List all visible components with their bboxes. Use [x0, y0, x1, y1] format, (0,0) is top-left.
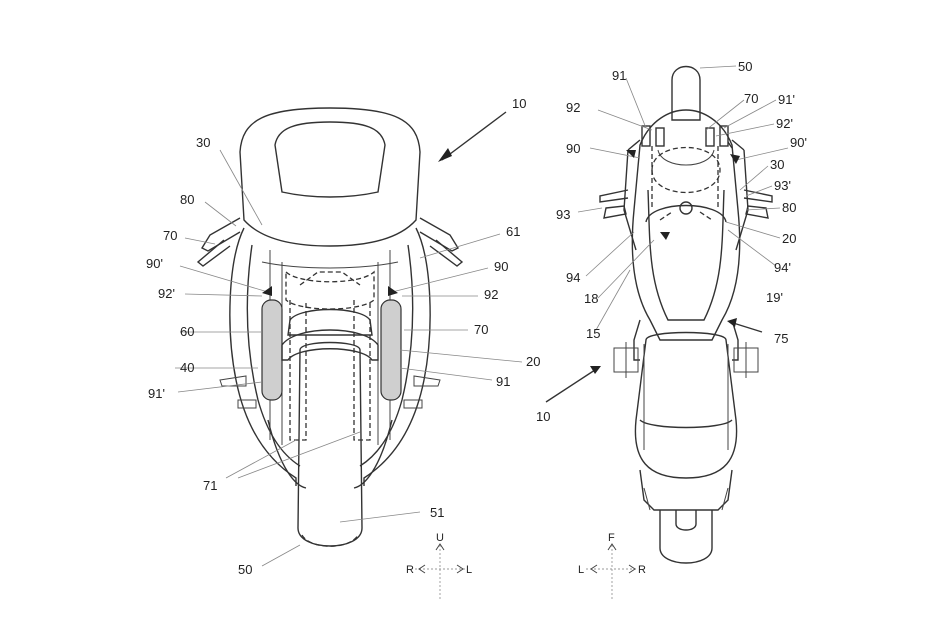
compass-up: U: [436, 532, 444, 544]
label-93-prime: 93': [774, 178, 791, 193]
label-50: 50: [238, 562, 252, 577]
label-93: 93: [556, 207, 570, 222]
front-view: [175, 107, 523, 567]
top-view: [545, 65, 789, 564]
label-91: 91: [496, 374, 510, 389]
label-92-prime: 92': [776, 116, 793, 131]
label-71: 71: [203, 478, 217, 493]
label-92-prime: 92': [158, 286, 175, 301]
right-radiator: [380, 299, 402, 401]
label-75: 75: [774, 331, 788, 346]
label-60: 60: [180, 324, 194, 339]
label-90: 90: [494, 259, 508, 274]
label-90-prime: 90': [146, 256, 163, 271]
label-90-prime: 90': [790, 135, 807, 150]
label-92: 92: [484, 287, 498, 302]
compass-right: L: [466, 564, 472, 576]
label-91: 91: [612, 68, 626, 83]
top-view-labels: 91 50 70 91' 92 92' 90 90' 30 93' 93 80 …: [536, 59, 807, 424]
compass-left: R: [406, 564, 414, 576]
label-30: 30: [770, 157, 784, 172]
front-compass: U R L: [406, 532, 472, 600]
label-51: 51: [430, 505, 444, 520]
label-70: 70: [744, 91, 758, 106]
label-70-left: 70: [163, 228, 177, 243]
label-91-prime: 91': [778, 92, 795, 107]
label-50: 50: [738, 59, 752, 74]
label-10: 10: [512, 96, 526, 111]
label-80: 80: [180, 192, 194, 207]
label-19-prime: 19': [766, 290, 783, 305]
compass-up: F: [608, 532, 615, 544]
label-10: 10: [536, 409, 550, 424]
compass-left: L: [578, 564, 584, 576]
label-80: 80: [782, 200, 796, 215]
label-91-prime: 91': [148, 386, 165, 401]
label-15: 15: [586, 326, 600, 341]
label-92: 92: [566, 100, 580, 115]
label-70-right: 70: [474, 322, 488, 337]
label-20: 20: [526, 354, 540, 369]
left-radiator: [261, 299, 283, 401]
label-61: 61: [506, 224, 520, 239]
top-compass: F L R: [578, 532, 646, 600]
label-18: 18: [584, 291, 598, 306]
label-20: 20: [782, 231, 796, 246]
label-90: 90: [566, 141, 580, 156]
label-40: 40: [180, 360, 194, 375]
front-view-labels: 10 30 80 70 61 90' 90 92' 92 60 70 40 20…: [146, 96, 540, 577]
compass-right: R: [638, 564, 646, 576]
label-94-prime: 94': [774, 260, 791, 275]
label-94: 94: [566, 270, 580, 285]
label-30: 30: [196, 135, 210, 150]
